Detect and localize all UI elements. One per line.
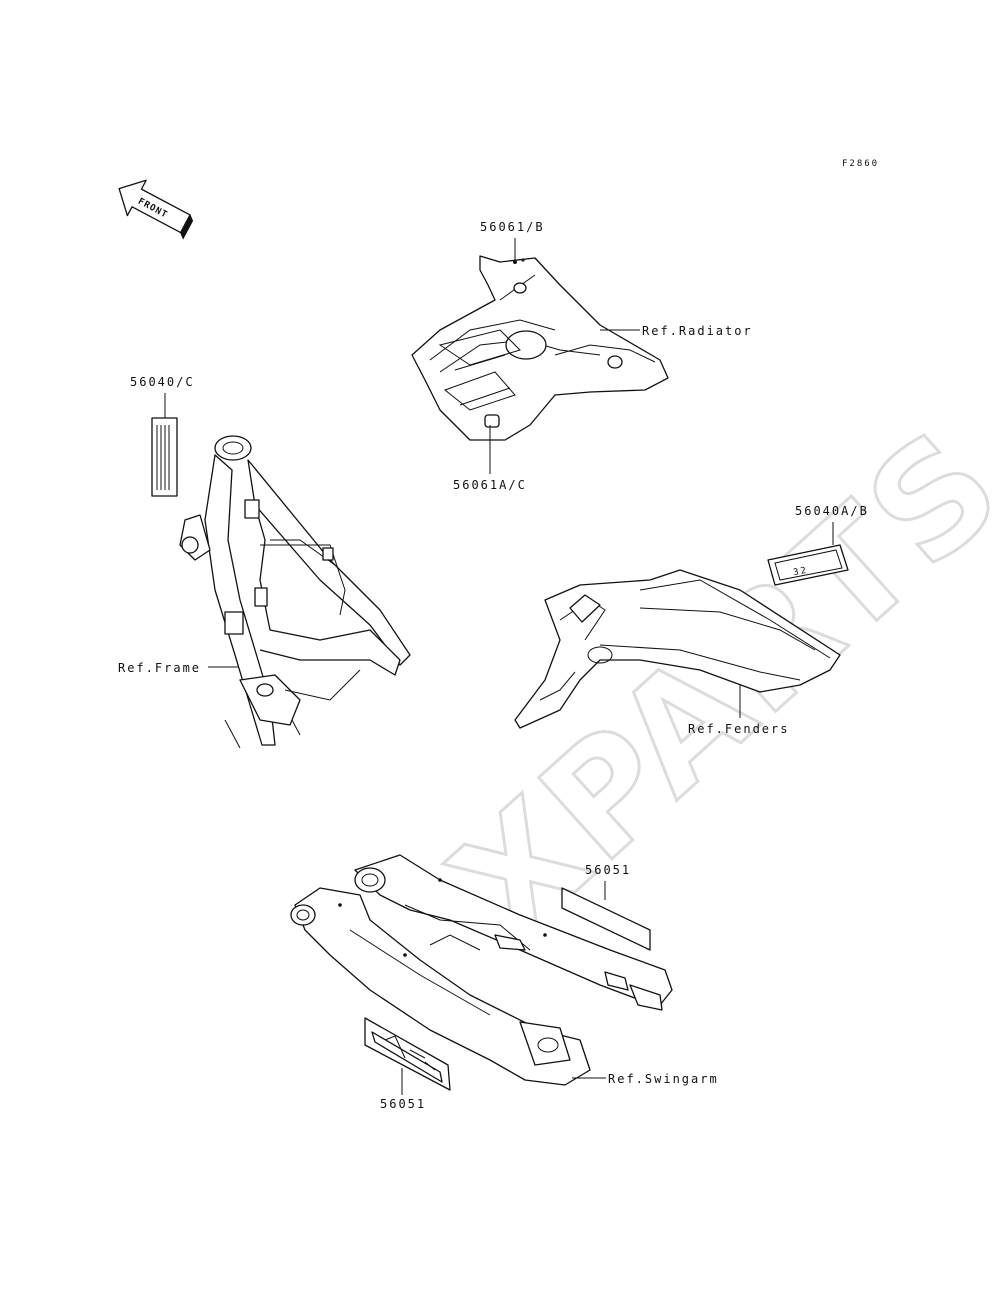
ref-frame: Ref.Frame — [118, 661, 201, 675]
swingarm — [290, 854, 673, 1086]
frame-decal — [151, 417, 178, 497]
figure-code: F2860 — [842, 159, 879, 169]
callout-shroud-top: 56061/B — [480, 220, 545, 234]
callout-frame-label: 56040/C — [130, 375, 195, 389]
callout-shroud-bottom: 56061A/C — [453, 478, 527, 492]
frame — [179, 435, 411, 749]
ref-swingarm: Ref.Swingarm — [608, 1072, 719, 1086]
fender-decal: 32 — [767, 544, 849, 586]
fender-decal-text: 32 — [793, 566, 809, 579]
rear-fender — [514, 569, 841, 729]
swingarm-decal-top — [561, 887, 651, 951]
callout-fender-label: 56040A/B — [795, 504, 869, 518]
callout-swingarm-label-top: 56051 — [585, 863, 631, 877]
ref-radiator: Ref.Radiator — [642, 324, 753, 338]
ref-fenders: Ref.Fenders — [688, 722, 789, 736]
swingarm-decal-bottom — [364, 1017, 451, 1091]
callout-swingarm-label-bottom: 56051 — [380, 1097, 426, 1111]
front-arrow-icon: FRONT — [118, 179, 194, 240]
radiator-shroud — [411, 255, 669, 441]
